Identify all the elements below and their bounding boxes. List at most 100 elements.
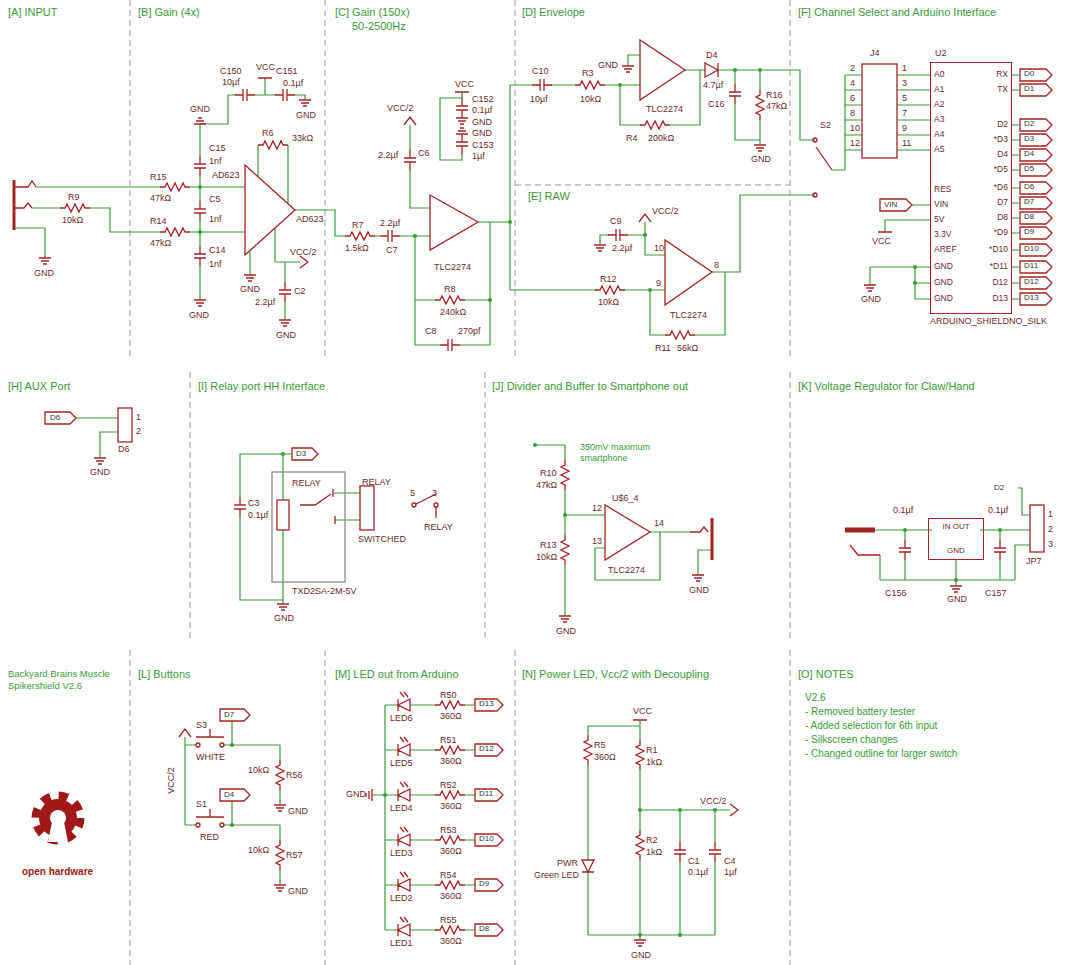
component-label: C8: [425, 326, 437, 337]
component-label: GND: [288, 806, 308, 817]
component-label: 2.2µf: [380, 218, 400, 229]
component-symbol: [636, 830, 644, 860]
net-label: D13: [479, 699, 494, 709]
component-label: 5: [410, 488, 415, 499]
component-label: 13: [592, 536, 602, 547]
component-label: R51: [440, 735, 457, 746]
logo-text: open hardware: [22, 866, 93, 877]
component-symbol: [622, 66, 634, 72]
block-text: GND: [929, 546, 983, 556]
component-label: GND: [296, 110, 316, 121]
component-label: R52: [440, 780, 457, 791]
junction-dot: [230, 743, 234, 747]
panel-divider: [130, 0, 790, 965]
junction-dot: [383, 793, 387, 797]
component-symbol: [220, 743, 224, 747]
component-label: JP7: [1026, 556, 1042, 567]
open-hardware-logo: [48, 822, 68, 842]
component-label: 12: [850, 138, 860, 149]
section-heading: [N] Power LED, Vcc/2 with Decoupling: [522, 668, 709, 681]
wire: [76, 418, 118, 458]
component-label: 1.5kΩ: [345, 243, 369, 254]
component-label: C9: [610, 216, 622, 227]
component-label: R16: [766, 90, 783, 101]
component-label: RELAY: [424, 522, 453, 533]
panel-divider: [130, 0, 790, 965]
component-label: R6: [262, 128, 274, 139]
component-label: VCC/2: [290, 247, 317, 258]
component-label: 2.2µf: [378, 150, 398, 161]
component-label: 10kΩ: [248, 765, 269, 776]
component-label: C10: [532, 66, 549, 77]
net-label: D5: [1024, 164, 1034, 174]
component-label: R13: [540, 540, 557, 551]
pin-name: GND: [934, 261, 953, 272]
section-heading: [H] AUX Port: [8, 380, 70, 393]
component-label: 47kΩ: [150, 238, 171, 249]
section-heading: [L] Buttons: [138, 668, 191, 681]
pin-name: *D10: [989, 244, 1008, 255]
component-label: TLC2274: [434, 262, 471, 273]
junction-dot: [713, 808, 717, 812]
component-label: GND: [947, 594, 967, 605]
component-label: 8: [850, 108, 855, 119]
component-symbol: [404, 150, 416, 170]
component-label: R7: [352, 220, 364, 231]
net-label: D2: [994, 483, 1004, 493]
pin-name: D2: [997, 119, 1008, 130]
junction-dot: [198, 185, 202, 189]
section-heading: [J] Divider and Buffer to Smartphone out: [492, 380, 688, 393]
component-label: 14: [654, 518, 664, 529]
pin-name: *D5: [994, 164, 1008, 175]
wire: [14, 187, 160, 258]
component-label: R55: [440, 915, 457, 926]
net-label: D8: [479, 924, 489, 934]
component-label: RED: [200, 832, 219, 843]
component-symbol: [559, 616, 571, 622]
component-symbol: [582, 860, 594, 872]
component-label: 0.1µf: [988, 505, 1008, 516]
component-symbol: [258, 78, 892, 720]
note-text: - Removed battery tester: [805, 706, 915, 718]
component-symbol: [456, 98, 468, 118]
component-label: 4: [850, 78, 855, 89]
component-symbol: [435, 701, 465, 709]
net-label: D9: [479, 879, 489, 889]
component-label: 0.1µf: [472, 105, 492, 116]
component-label: 1: [136, 412, 141, 423]
pin-name: *D6: [994, 182, 1008, 193]
component-label: 7: [902, 108, 907, 119]
component-label: GND: [472, 128, 492, 139]
pin-name: RX: [996, 69, 1008, 80]
pin-name: A3: [934, 114, 944, 125]
component-symbol: [118, 408, 132, 442]
junction-dot: [533, 443, 537, 447]
section-heading: [K] Voltage Regulator for Claw/Hand: [798, 380, 975, 393]
pin-name: 3.3V: [934, 229, 952, 240]
net-label: D7: [224, 710, 234, 720]
component-symbol: [245, 40, 712, 560]
component-label: LED1: [390, 938, 413, 949]
section-heading: [F] Channel Select and Arduino Interface: [798, 6, 996, 19]
component-symbol: [880, 199, 912, 211]
component-symbol: [435, 836, 465, 844]
component-symbol: [435, 926, 465, 934]
voltage-regulator: IN OUTGND: [928, 518, 984, 560]
note-text: - Changed outline for larger switch: [805, 748, 957, 760]
component-label: 12: [592, 503, 602, 514]
net-label: VCC/2: [166, 767, 177, 794]
component-label: R1: [646, 745, 658, 756]
component-label: S2: [820, 120, 831, 131]
component-label: 0.1µf: [688, 867, 708, 878]
wire: [588, 720, 730, 940]
component-symbol: [692, 575, 704, 581]
net-label: D10: [1024, 244, 1039, 254]
wire: [535, 445, 712, 616]
component-label: LED5: [390, 758, 413, 769]
wire: [375, 92, 510, 345]
net-label: D1: [1024, 84, 1034, 94]
net-label: D10: [479, 834, 494, 844]
component-symbol: [1030, 505, 1044, 552]
component-label: GND: [274, 613, 294, 624]
component-label: 1nf: [209, 259, 222, 270]
